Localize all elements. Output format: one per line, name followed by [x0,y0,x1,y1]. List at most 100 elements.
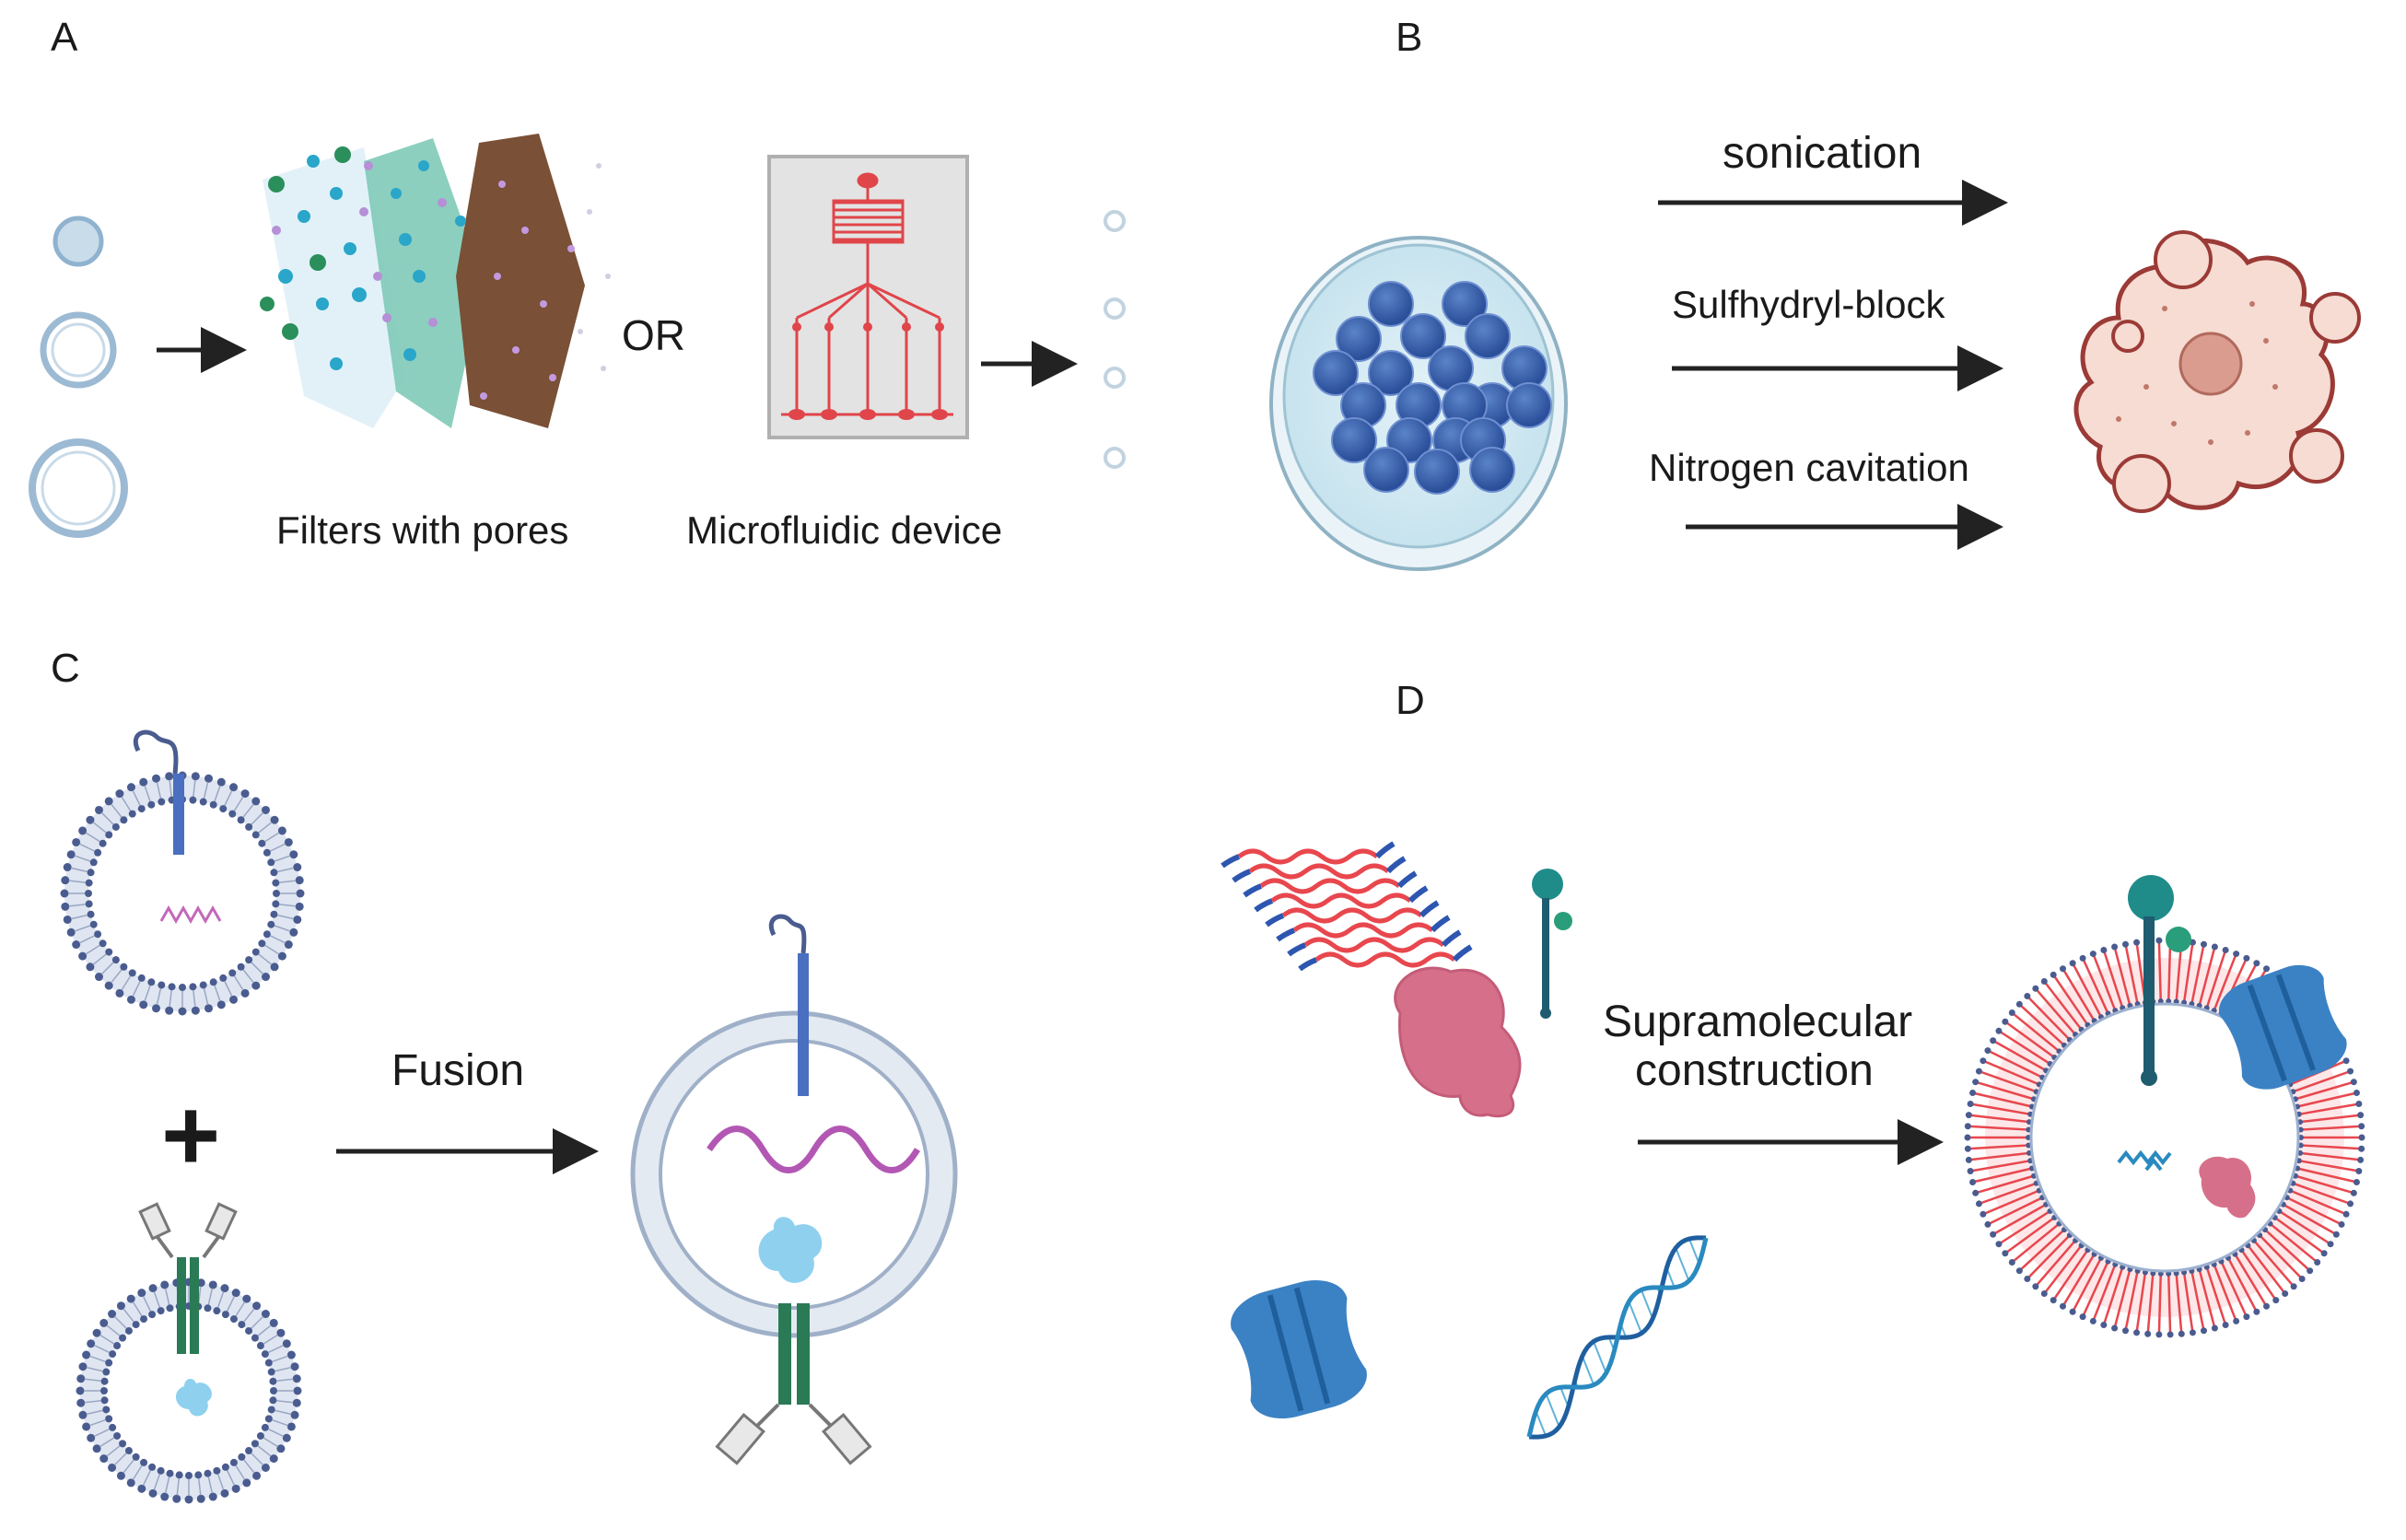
particle [364,161,373,170]
transmembrane-protein [173,774,184,855]
fusion-label: Fusion [391,1046,524,1095]
panel-d: D Supramolecular construction [1221,678,2365,1440]
particle [344,242,356,255]
antibody-arm [204,1202,238,1241]
output-vesicles [1104,210,1126,469]
lipid-tail [1303,937,1445,953]
input-vesicles [29,216,128,538]
donor-vesicle-top [60,729,305,1016]
cultured-cell [1363,447,1409,493]
particle [260,297,274,311]
particle [428,318,438,327]
particle [268,176,285,192]
supramolecular-label-line2: construction [1635,1046,1874,1095]
particle [330,357,343,370]
particle [298,210,310,223]
method-label-nitrogen: Nitrogen cavitation [1649,446,1969,489]
lipid-tail [1248,863,1390,880]
assembled-liposome [1964,875,2365,1338]
particle [307,155,320,168]
lipid-tail [1314,951,1456,968]
cultured-cell [1336,316,1382,362]
antibody-arm [138,1202,171,1241]
filter-particles [260,146,611,400]
cultured-cell [1442,281,1488,327]
particle [587,209,592,215]
panel-b-letter: B [1396,15,1422,60]
filter-sheet-3 [456,134,585,428]
panel-a: A OR [29,15,1126,552]
cultured-cell [1368,350,1414,396]
donor-vesicle-bottom [76,1202,302,1504]
particle [278,269,293,284]
method-label-sonication: sonication [1723,129,1921,178]
particle [334,146,351,163]
or-label: OR [622,311,685,359]
filters-label: Filters with pores [276,508,568,552]
filters-illustration [260,134,611,428]
disrupted-cell [2073,230,2361,513]
filter-sheet-2 [364,138,484,428]
antibody-arm [715,1413,765,1465]
particle [438,198,447,207]
particle [521,227,529,234]
method-label-sulfhydryl: Sulfhydryl-block [1672,283,1945,326]
cultured-cell [1400,313,1446,359]
particle [480,392,487,400]
cell-nucleus [2178,332,2243,396]
particle [601,366,606,371]
particle [359,207,368,216]
particle [330,187,343,200]
particle [418,160,429,171]
lipid-tail [1281,907,1423,924]
panel-d-letter: D [1396,678,1425,723]
lipid-bundle-icon [1221,841,1473,972]
protein-blob-icon [2199,1156,2256,1219]
protein-blob-icon [1394,966,1522,1118]
rna-strand-icon [159,904,222,925]
particle [498,181,506,188]
cultured-cell [1368,281,1414,327]
particle [540,300,547,308]
petri-dish [1269,236,1568,571]
fused-vesicle [630,914,958,1465]
particle [494,273,501,280]
cultured-cell [1469,447,1515,493]
transmembrane-protein [798,953,809,1096]
panel-c: C + Fusion [51,646,958,1504]
lipid-tail [1270,892,1412,909]
dna-fragment-icon [2117,1149,2172,1172]
plus-sign: + [161,1079,220,1192]
microfluidic-label: Microfluidic device [686,508,1002,552]
protein-cargo-icon [175,1378,212,1417]
particle [567,245,575,252]
microfluidic-device [767,155,969,439]
cultured-cell [1465,313,1511,359]
particle [399,233,412,246]
teal-receptor-icon [1532,869,1572,1019]
particle [310,254,326,271]
rna-strand-icon [707,1126,921,1173]
particle [549,374,556,381]
antibody-arm [822,1413,872,1465]
supramolecular-label-line1: Supramolecular [1603,998,1912,1046]
panel-a-letter: A [51,15,78,60]
small-vesicle [53,216,104,267]
lipid-tail [1292,922,1434,939]
particle [272,226,281,235]
ion-channel-icon [1231,1280,1367,1418]
panel-b: B sonication Sulfhydryl-block Nitrogen c… [1269,15,2361,571]
dna-helix-icon [1526,1235,1709,1440]
cultured-cell [1331,417,1377,463]
cultured-cell [1313,350,1359,396]
particle [373,272,382,281]
membrane-protein-loop [134,729,179,775]
protein-cargo-icon [758,1217,823,1283]
particle [316,298,329,310]
cultured-cell [1414,449,1460,495]
cell-cluster [1313,281,1552,495]
particle [578,329,583,334]
lipid-tail [1237,848,1379,865]
